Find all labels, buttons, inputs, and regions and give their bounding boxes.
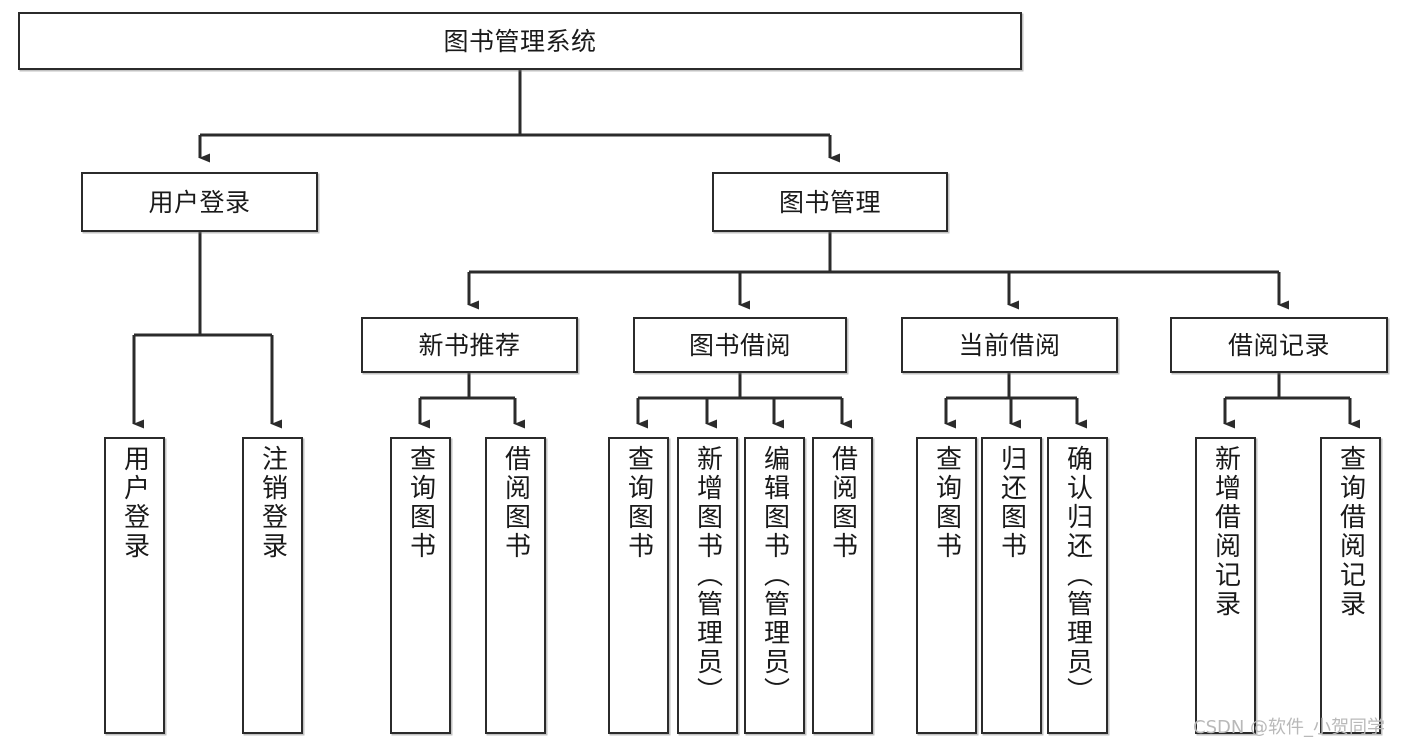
node-leaf-edit-book-admin-label: 编辑图书（管理员） [759,445,790,706]
node-leaf-add-borrow-record[interactable]: 新增借阅记录 [1195,437,1256,734]
csdn-watermark: CSDN @软件_小贺同学 [1193,717,1386,738]
node-leaf-user-login-label: 用户登录 [119,445,150,561]
node-leaf-query-book-recommend[interactable]: 查询图书 [390,437,451,734]
node-book-management-label: 图书管理 [778,187,881,217]
node-new-book-recommend[interactable]: 新书推荐 [361,317,578,373]
node-leaf-user-login[interactable]: 用户登录 [104,437,165,734]
node-leaf-edit-book-admin[interactable]: 编辑图书（管理员） [744,437,805,734]
node-leaf-borrow-book-recommend[interactable]: 借阅图书 [485,437,546,734]
node-leaf-logout[interactable]: 注销登录 [242,437,303,734]
node-leaf-query-book-current-label: 查询图书 [931,445,962,561]
node-leaf-borrow-book[interactable]: 借阅图书 [812,437,873,734]
node-leaf-query-borrow-record-label: 查询借阅记录 [1335,445,1366,619]
node-leaf-add-borrow-record-label: 新增借阅记录 [1210,445,1241,619]
node-leaf-add-book-admin[interactable]: 新增图书（管理员） [677,437,738,734]
node-leaf-query-borrow-record[interactable]: 查询借阅记录 [1320,437,1381,734]
node-leaf-return-book[interactable]: 归还图书 [981,437,1042,734]
node-leaf-borrow-book-label: 借阅图书 [827,445,858,561]
node-book-borrow-label: 图书借阅 [688,330,791,360]
node-book-management[interactable]: 图书管理 [712,172,948,232]
node-leaf-return-book-label: 归还图书 [996,445,1027,561]
node-root-book-management-system[interactable]: 图书管理系统 [18,12,1022,70]
node-leaf-logout-label: 注销登录 [257,445,288,561]
node-leaf-confirm-return-admin-label: 确认归还（管理员） [1062,445,1093,706]
node-leaf-query-book-current[interactable]: 查询图书 [916,437,977,734]
node-book-borrow[interactable]: 图书借阅 [633,317,847,373]
node-user-login-label: 用户登录 [148,187,251,217]
node-new-book-recommend-label: 新书推荐 [418,330,521,360]
node-leaf-confirm-return-admin[interactable]: 确认归还（管理员） [1047,437,1108,734]
node-leaf-query-book-borrow[interactable]: 查询图书 [608,437,669,734]
node-leaf-query-book-borrow-label: 查询图书 [623,445,654,561]
node-borrow-record[interactable]: 借阅记录 [1170,317,1388,373]
node-leaf-borrow-book-recommend-label: 借阅图书 [500,445,531,561]
node-current-borrow[interactable]: 当前借阅 [901,317,1118,373]
node-user-login[interactable]: 用户登录 [81,172,318,232]
node-root-label: 图书管理系统 [443,26,597,56]
node-borrow-record-label: 借阅记录 [1227,330,1330,360]
node-leaf-add-book-admin-label: 新增图书（管理员） [692,445,723,706]
node-leaf-query-book-recommend-label: 查询图书 [405,445,436,561]
node-current-borrow-label: 当前借阅 [958,330,1061,360]
